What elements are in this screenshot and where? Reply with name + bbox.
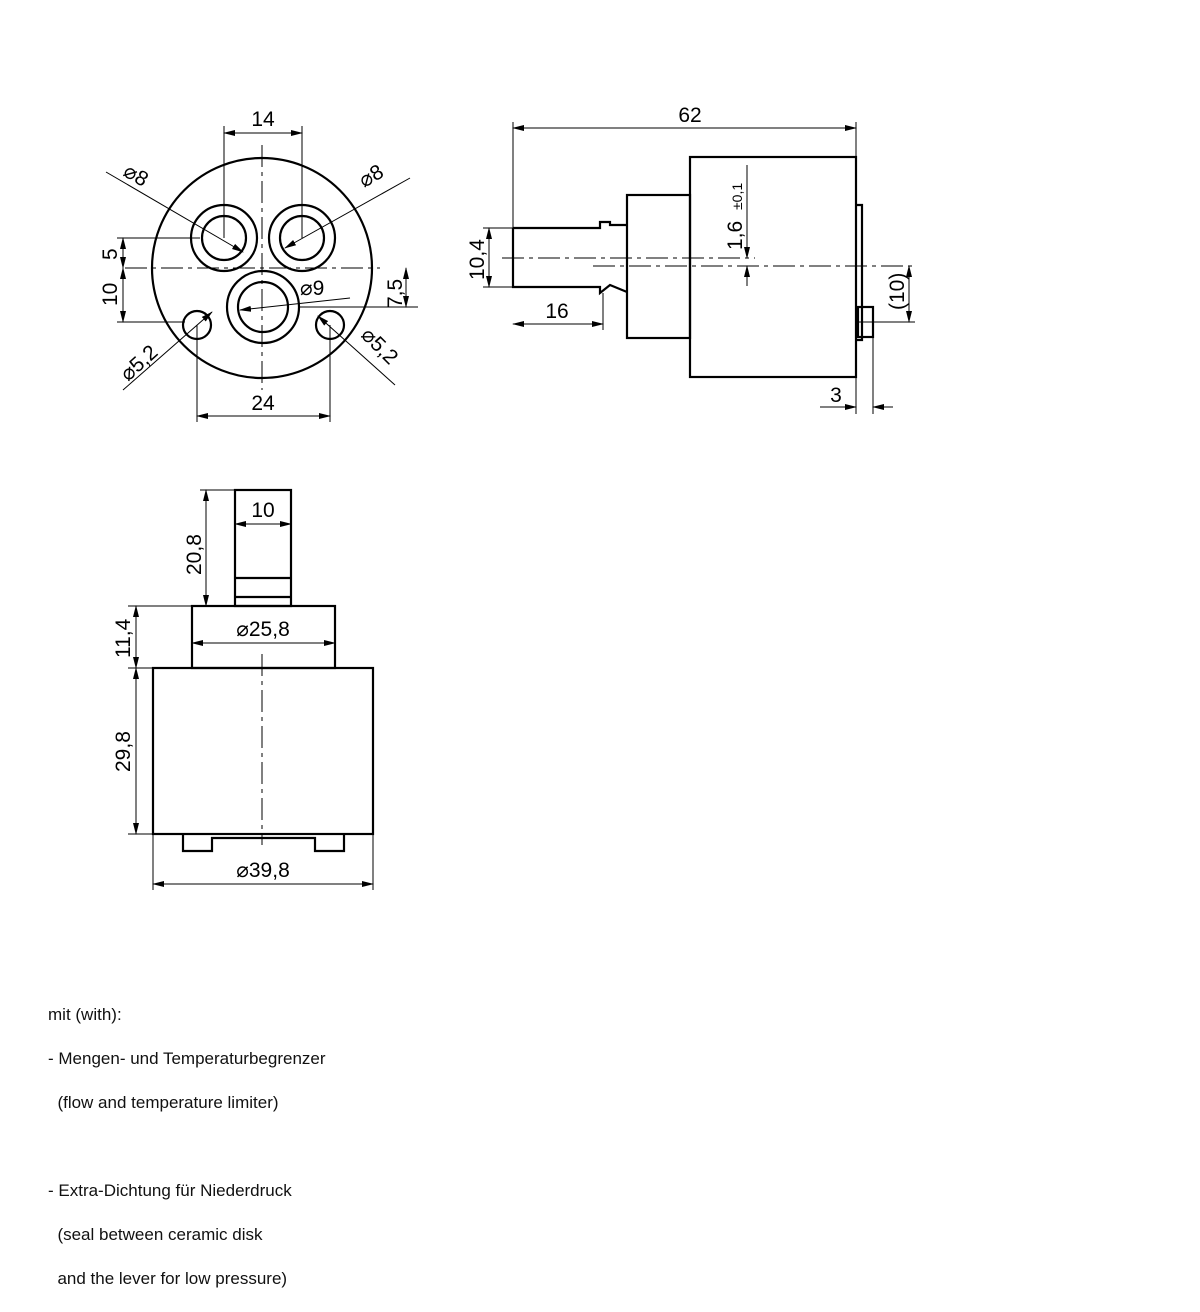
notes: mit (with): - Mengen- und Temperaturbegr…	[48, 982, 326, 1312]
svg-text:±0,1: ±0,1	[729, 183, 745, 210]
svg-text:⌀5,2: ⌀5,2	[356, 323, 402, 369]
svg-text:62: 62	[678, 104, 701, 127]
svg-text:10,4: 10,4	[466, 239, 489, 280]
svg-text:7,5: 7,5	[384, 279, 407, 308]
svg-text:14: 14	[251, 108, 275, 131]
svg-text:10: 10	[251, 499, 274, 522]
svg-text:⌀8: ⌀8	[355, 160, 388, 192]
note-line	[48, 1136, 326, 1158]
note-line: (seal between ceramic disk	[48, 1225, 263, 1244]
svg-text:24: 24	[251, 392, 275, 415]
side-view: 62 1,6 ±0,1 10,4 16 (10) 3	[466, 104, 915, 414]
svg-text:⌀5,2: ⌀5,2	[116, 341, 162, 386]
note-line: mit (with):	[48, 1005, 122, 1024]
svg-text:⌀39,8: ⌀39,8	[236, 859, 290, 882]
note-line: - Mengen- und Temperaturbegrenzer	[48, 1049, 326, 1068]
svg-text:29,8: 29,8	[112, 731, 135, 772]
svg-text:10: 10	[99, 283, 122, 306]
svg-text:20,8: 20,8	[183, 534, 206, 575]
svg-text:16: 16	[545, 300, 568, 323]
body	[688, 155, 858, 379]
svg-text:(10): (10)	[886, 273, 909, 310]
technical-drawing: 14 ⌀8 ⌀8 5 10 7,5 ⌀9 ⌀5,2 ⌀5,2 24 62 1,6…	[99, 104, 915, 890]
svg-text:1,6: 1,6	[724, 221, 747, 250]
top-view: 14 ⌀8 ⌀8 5 10 7,5 ⌀9 ⌀5,2 ⌀5,2 24	[99, 108, 418, 422]
svg-text:11,4: 11,4	[112, 618, 135, 658]
svg-text:⌀9: ⌀9	[300, 277, 324, 300]
svg-text:⌀25,8: ⌀25,8	[236, 618, 290, 641]
note-line: (flow and temperature limiter)	[48, 1093, 279, 1112]
svg-text:5: 5	[99, 248, 122, 260]
svg-text:⌀8: ⌀8	[120, 159, 153, 191]
stem	[511, 220, 628, 296]
svg-text:3: 3	[830, 384, 842, 407]
body	[151, 666, 375, 836]
note-line: and the lever for low pressure)	[48, 1269, 288, 1288]
front-view: 10 20,8 11,4 ⌀25,8 29,8 ⌀39,8	[112, 488, 375, 890]
outlet-hole	[225, 269, 301, 345]
note-line: - Extra-Dichtung für Niederdruck	[48, 1181, 292, 1200]
